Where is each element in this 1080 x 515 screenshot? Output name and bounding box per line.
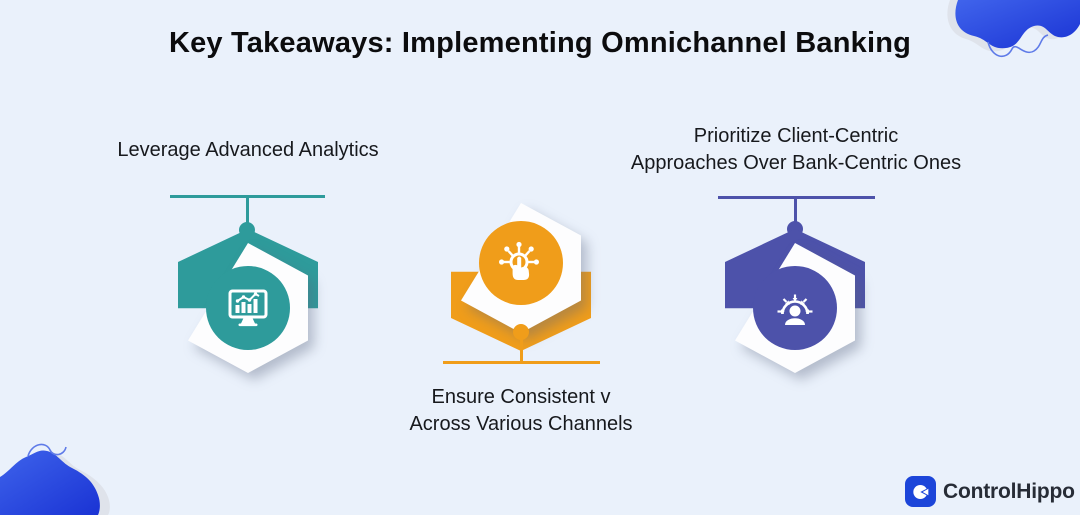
controlhippo-c-icon: [905, 476, 936, 507]
analytics-monitor-icon: [228, 289, 268, 327]
hex-badge-analytics: [178, 229, 318, 373]
wave-blob-bottom-left: [0, 443, 110, 515]
connector-stem-client-centric: [794, 196, 797, 224]
item-label-analytics: Leverage Advanced Analytics: [117, 139, 379, 161]
item-label-client-centric: Prioritize Client-Centric Approaches Ove…: [630, 125, 962, 174]
icon-circle-channels: [479, 221, 563, 305]
connector-stem-channels: [520, 336, 523, 364]
item-label-channels: Ensure Consistent v Across Various Chann…: [409, 386, 633, 435]
client-centric-person-icon: [777, 294, 813, 325]
icon-circle-client-centric: [753, 266, 837, 350]
omnichannel-touch-icon: [499, 241, 539, 280]
hex-badge-client-centric: [725, 229, 865, 373]
connector-dot-channels: [513, 324, 529, 340]
connector-stem-analytics: [246, 195, 249, 225]
brand-logo-text: ControlHippo: [943, 479, 1075, 503]
page-title: Key Takeaways: Implementing Omnichannel …: [168, 27, 912, 59]
brand-logo: ControlHippo: [905, 476, 1075, 507]
hex-badge-channels: [451, 203, 591, 351]
icon-circle-analytics: [206, 266, 290, 350]
wave-blob-top-right: [947, 0, 1080, 58]
connector-line-channels: [443, 361, 600, 364]
